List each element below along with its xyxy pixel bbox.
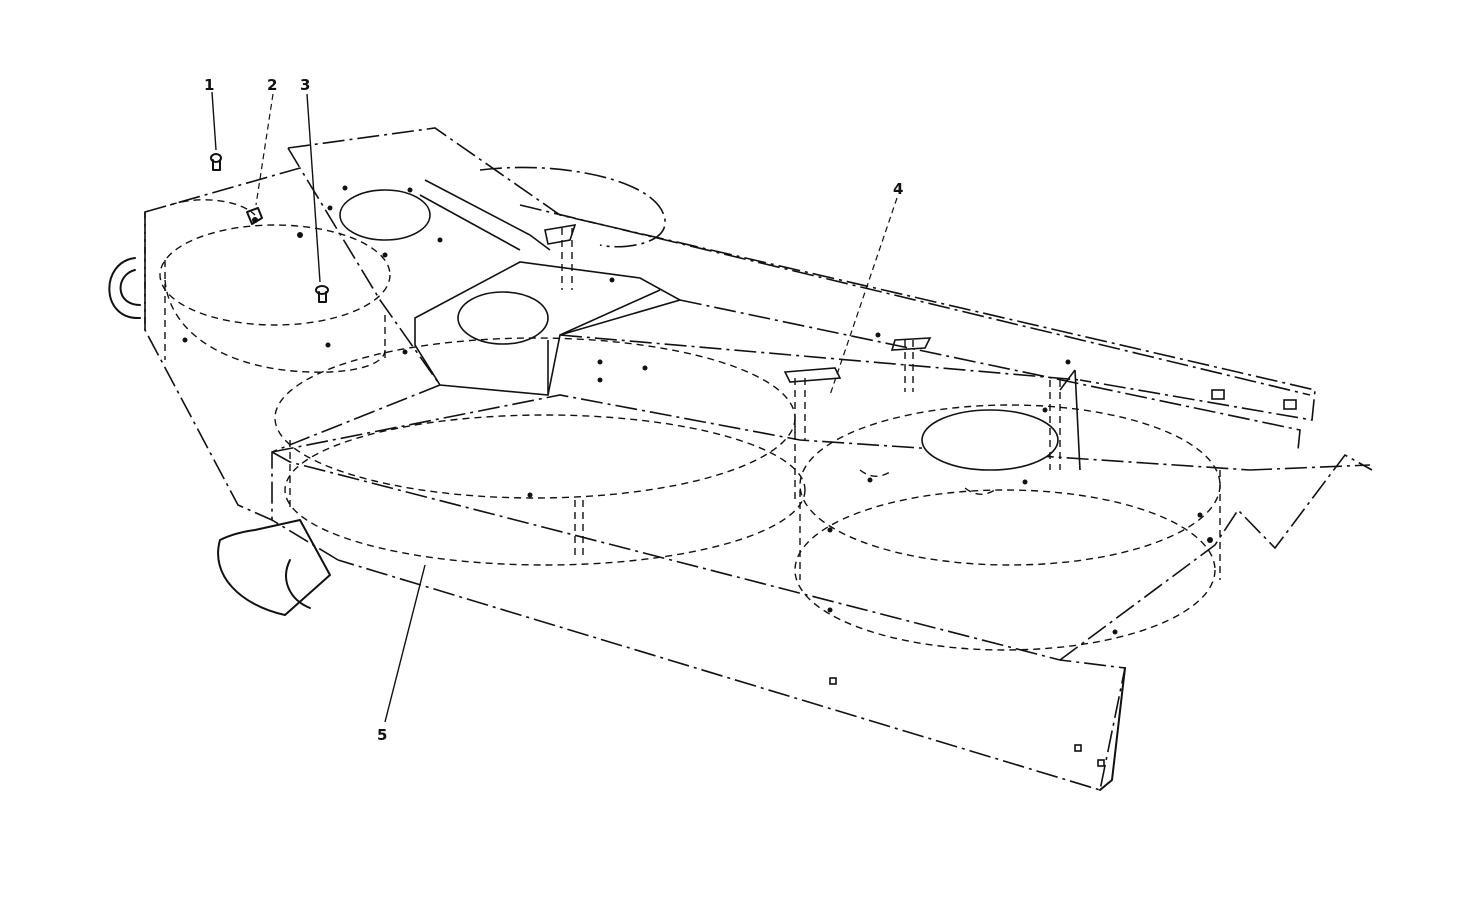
fastener-nut (246, 207, 263, 225)
callout-2: 2 (267, 76, 277, 94)
callout-4: 4 (893, 180, 903, 198)
callout-1: 1 (204, 76, 214, 94)
fastener-screw (315, 285, 329, 303)
center-spindle-housing (274, 337, 806, 566)
callout-3: 3 (300, 76, 310, 94)
deck-housing (108, 127, 1373, 792)
right-spindle-housing (794, 369, 1221, 651)
fastener-bolt (210, 153, 222, 171)
support-posts (544, 223, 932, 440)
rear-blade-circle (479, 166, 666, 248)
center-plate (414, 261, 683, 396)
mounting-holes (182, 185, 1297, 767)
left-spindle-housing (159, 179, 551, 373)
callout-5: 5 (377, 726, 387, 744)
leader-lines (211, 91, 898, 723)
